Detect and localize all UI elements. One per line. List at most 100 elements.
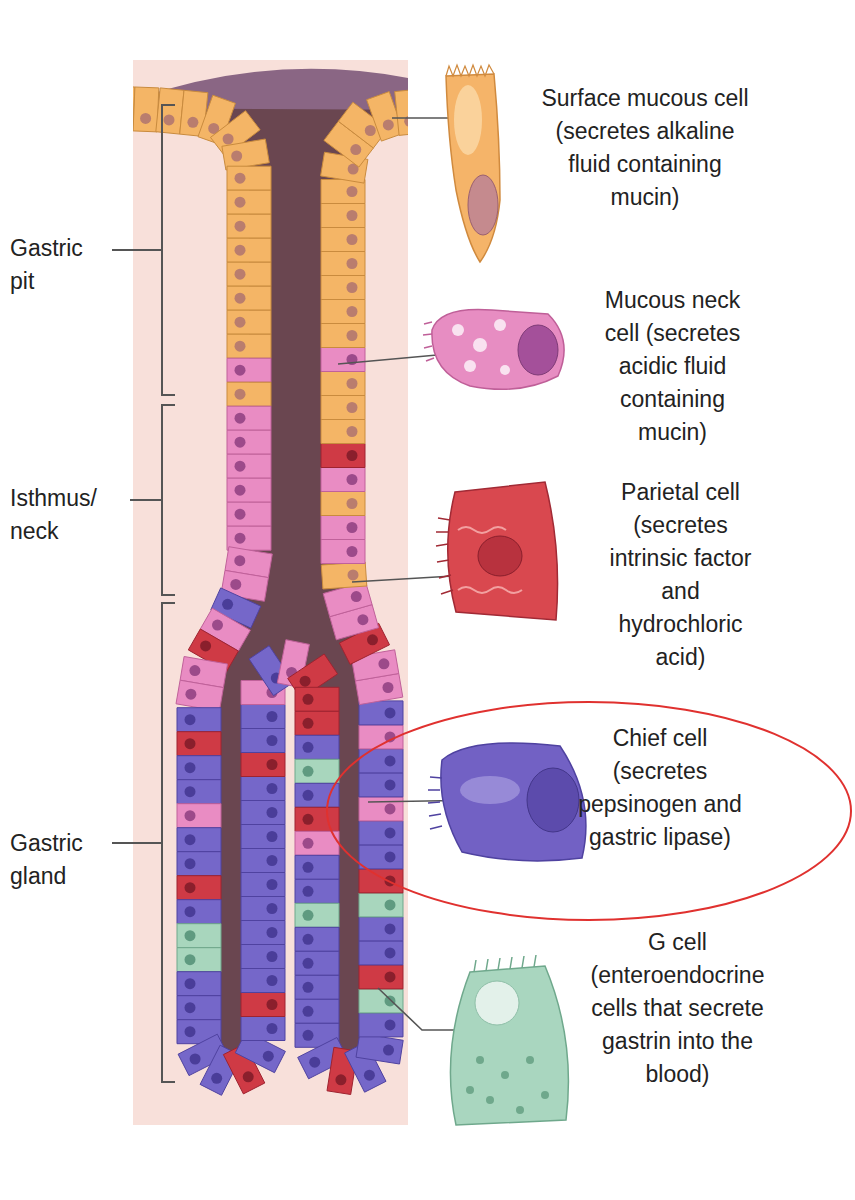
secretory-granule bbox=[486, 1096, 494, 1104]
zymogen-granules bbox=[460, 776, 520, 804]
cell-nucleus bbox=[365, 125, 376, 136]
cell-nucleus bbox=[267, 807, 278, 818]
mucin-granule bbox=[500, 365, 510, 375]
cell-nucleus bbox=[335, 1074, 346, 1085]
gland-cell bbox=[295, 735, 339, 759]
gland-cell bbox=[227, 334, 271, 358]
cell-nucleus bbox=[303, 838, 314, 849]
cell-nucleus bbox=[267, 903, 278, 914]
gland-cell bbox=[227, 214, 271, 238]
gland-cell bbox=[241, 897, 285, 921]
cell-nucleus bbox=[185, 978, 196, 989]
gland-cell bbox=[227, 286, 271, 310]
gland-cell bbox=[227, 382, 271, 406]
cell-nucleus bbox=[185, 930, 196, 941]
gland-cell bbox=[321, 396, 365, 420]
gland-cell bbox=[321, 420, 365, 444]
mucin-granule bbox=[452, 324, 464, 336]
cell-nucleus bbox=[518, 325, 558, 375]
region-label: Gastric gland bbox=[10, 827, 110, 893]
gland-cell bbox=[241, 801, 285, 825]
cell-nucleus bbox=[267, 879, 278, 890]
mucous-neck-cell bbox=[432, 309, 564, 389]
cell-nucleus bbox=[303, 766, 314, 777]
bracket-tick bbox=[130, 499, 162, 501]
gland-cell bbox=[359, 821, 403, 845]
cell-nucleus bbox=[383, 1045, 394, 1056]
cell-nucleus bbox=[475, 981, 519, 1025]
gland-cell bbox=[241, 849, 285, 873]
cell-nucleus bbox=[267, 975, 278, 986]
cell-nucleus bbox=[185, 954, 196, 965]
leader-line bbox=[378, 988, 462, 1030]
cell-nucleus bbox=[235, 197, 246, 208]
gland-cell bbox=[177, 996, 221, 1020]
gland-cell bbox=[227, 310, 271, 334]
cell-nucleus bbox=[383, 682, 394, 693]
cell-nucleus bbox=[267, 759, 278, 770]
cell-nucleus bbox=[385, 947, 396, 958]
cell-nucleus bbox=[243, 1071, 254, 1082]
gland-cell bbox=[177, 780, 221, 804]
cell-nucleus bbox=[303, 742, 314, 753]
ellipse-shape bbox=[327, 702, 851, 920]
cell-nucleus bbox=[164, 114, 175, 125]
gland-cell bbox=[227, 190, 271, 214]
cell-nucleus bbox=[303, 958, 314, 969]
cell-nucleus bbox=[185, 786, 196, 797]
cell-nucleus bbox=[140, 113, 151, 124]
gland-cell bbox=[156, 88, 184, 134]
cell-nucleus bbox=[235, 341, 246, 352]
cell-nucleus bbox=[303, 910, 314, 921]
cell-nucleus bbox=[235, 365, 246, 376]
cell-nucleus bbox=[185, 1026, 196, 1037]
cell-nucleus bbox=[347, 426, 358, 437]
secretory-granule bbox=[526, 1056, 534, 1064]
microvilli bbox=[474, 955, 536, 972]
cell-nucleus bbox=[385, 779, 396, 790]
cell-nucleus bbox=[235, 245, 246, 256]
gland-cell bbox=[241, 873, 285, 897]
gland-lumen bbox=[133, 108, 408, 1072]
cell-nucleus bbox=[185, 810, 196, 821]
cell-nucleus bbox=[267, 951, 278, 962]
gland-cell bbox=[321, 324, 365, 348]
cell-nucleus bbox=[235, 485, 246, 496]
cell-nucleus bbox=[303, 934, 314, 945]
bracket-group bbox=[112, 105, 175, 1082]
gland-cell bbox=[176, 680, 223, 711]
gland-cell bbox=[295, 711, 339, 735]
chief-cell bbox=[441, 743, 586, 861]
cell-nucleus bbox=[348, 569, 359, 580]
gland-cell bbox=[241, 825, 285, 849]
gland-cells bbox=[133, 86, 408, 1095]
cell-label: Mucous neck cell (secretes acidic fluid … bbox=[590, 284, 755, 449]
surface-mucous-cell bbox=[446, 74, 500, 262]
cell-label: Surface mucous cell (secretes alkaline f… bbox=[540, 82, 750, 214]
cell-nucleus bbox=[350, 144, 361, 155]
gland-cell bbox=[227, 406, 271, 430]
cell-nucleus bbox=[235, 461, 246, 472]
bracket-tick bbox=[112, 249, 162, 251]
bracket-tick bbox=[112, 842, 162, 844]
cell-nucleus bbox=[200, 640, 211, 651]
cell-nucleus bbox=[189, 665, 200, 676]
secretory-granule bbox=[541, 1091, 549, 1099]
cell-nucleus bbox=[267, 831, 278, 842]
cell-nucleus bbox=[385, 755, 396, 766]
gland-cell bbox=[321, 468, 365, 492]
cell-nucleus bbox=[347, 234, 358, 245]
cell-nucleus bbox=[185, 689, 196, 700]
gland-cell bbox=[295, 687, 339, 711]
gland-cell bbox=[321, 444, 365, 468]
gland-cell bbox=[227, 262, 271, 286]
cell-nucleus bbox=[303, 862, 314, 873]
cell-nucleus bbox=[267, 1023, 278, 1034]
gland-cell bbox=[295, 759, 339, 783]
mucin-granule bbox=[464, 360, 476, 372]
cell-nucleus bbox=[478, 536, 522, 576]
gland-cell bbox=[133, 87, 159, 132]
cell-nucleus bbox=[234, 555, 245, 566]
cell-nucleus bbox=[185, 762, 196, 773]
